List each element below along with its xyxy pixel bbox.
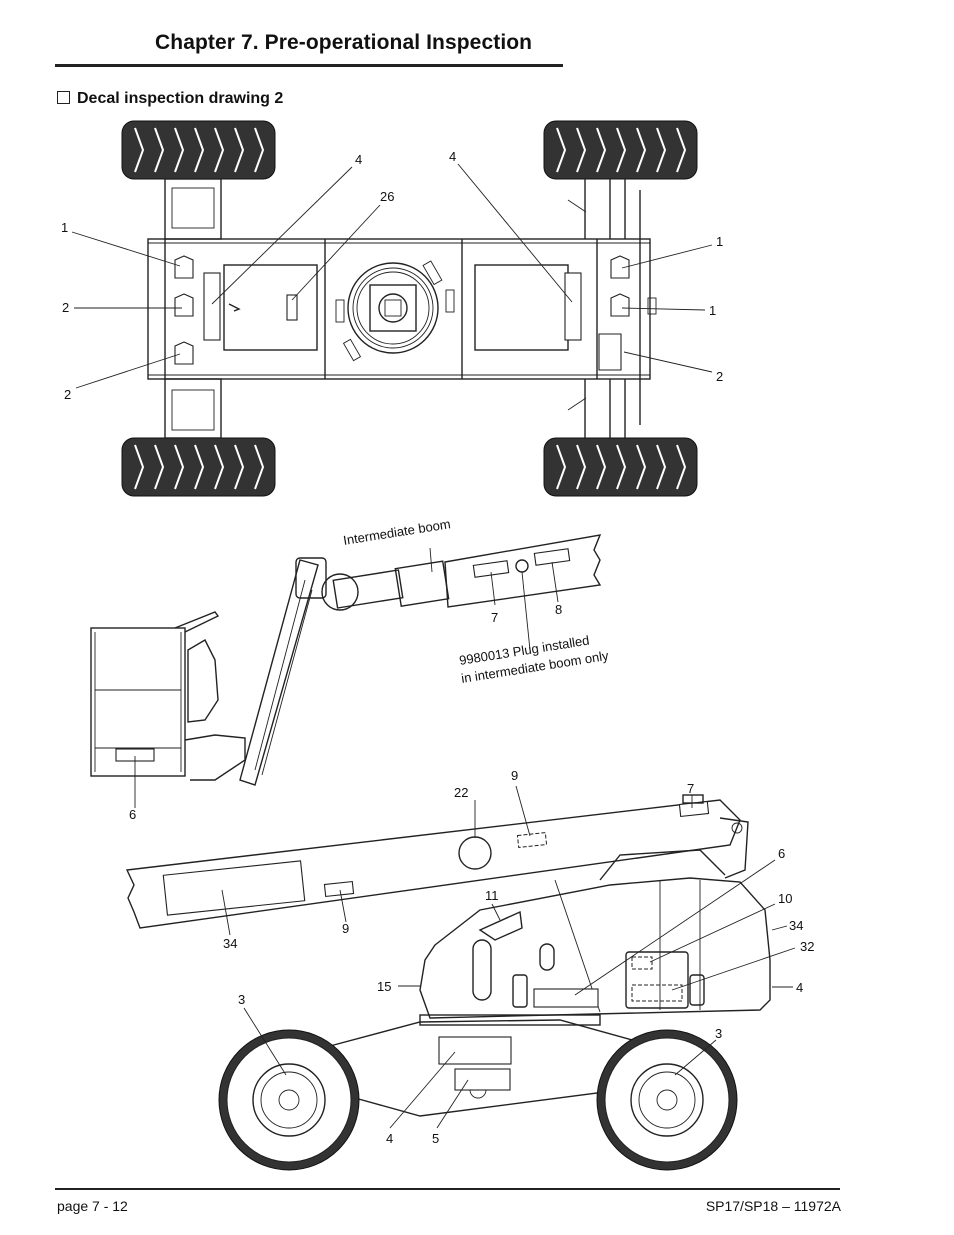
label-side-9a: 9 bbox=[511, 768, 518, 783]
wheel-front bbox=[218, 1029, 360, 1171]
intermediate-boom-label: Intermediate boom bbox=[342, 516, 451, 548]
label-side-7: 7 bbox=[687, 781, 694, 796]
label-top-4a: 4 bbox=[355, 152, 362, 167]
label-side-34b: 34 bbox=[223, 936, 237, 951]
side-view-drawing: 9 22 7 6 10 34 32 4 11 34 9 15 3 3 4 5 bbox=[125, 768, 814, 1171]
footer-page-number: page 7 - 12 bbox=[57, 1198, 128, 1214]
label-side-3a: 3 bbox=[238, 992, 245, 1007]
platform-view-drawing: Intermediate boom 9980013 Plug installed… bbox=[90, 516, 610, 822]
tire-top-right bbox=[543, 120, 698, 180]
label-plat-6: 6 bbox=[129, 807, 136, 822]
label-top-1c: 1 bbox=[709, 303, 716, 318]
footer-document-id: SP17/SP18 – 11972A bbox=[705, 1198, 841, 1214]
label-top-26: 26 bbox=[380, 189, 394, 204]
chapter-rule bbox=[55, 64, 563, 67]
checkbox-icon bbox=[57, 91, 70, 104]
wheel-rear bbox=[596, 1029, 738, 1171]
tire-bottom-right bbox=[543, 437, 698, 497]
footer-rule bbox=[55, 1188, 840, 1190]
label-top-2b: 2 bbox=[64, 387, 71, 402]
label-plat-7: 7 bbox=[491, 610, 498, 625]
section-title: Decal inspection drawing 2 bbox=[57, 90, 283, 108]
section-title-text: Decal inspection drawing 2 bbox=[77, 90, 284, 107]
label-top-1a: 1 bbox=[61, 220, 68, 235]
label-side-34a: 34 bbox=[789, 918, 803, 933]
label-side-4a: 4 bbox=[796, 980, 803, 995]
chapter-title: Chapter 7. Pre-operational Inspection bbox=[155, 31, 533, 54]
label-top-2c: 2 bbox=[716, 369, 723, 384]
label-side-5: 5 bbox=[432, 1131, 439, 1146]
label-top-1b: 1 bbox=[716, 234, 723, 249]
tire-bottom-left bbox=[121, 437, 276, 497]
label-top-2a: 2 bbox=[62, 300, 69, 315]
label-side-4b: 4 bbox=[386, 1131, 393, 1146]
label-side-3b: 3 bbox=[715, 1026, 722, 1041]
label-side-32: 32 bbox=[800, 939, 814, 954]
label-plat-8: 8 bbox=[555, 602, 562, 617]
top-view-drawing: 1 2 2 4 26 4 1 1 2 bbox=[61, 120, 723, 497]
label-side-9b: 9 bbox=[342, 921, 349, 936]
label-side-15: 15 bbox=[377, 979, 391, 994]
tire-top-left bbox=[121, 120, 276, 180]
label-side-6: 6 bbox=[778, 846, 785, 861]
label-top-4b: 4 bbox=[449, 149, 456, 164]
label-side-11: 11 bbox=[485, 888, 499, 903]
label-side-22: 22 bbox=[454, 785, 468, 800]
label-side-10: 10 bbox=[778, 891, 792, 906]
